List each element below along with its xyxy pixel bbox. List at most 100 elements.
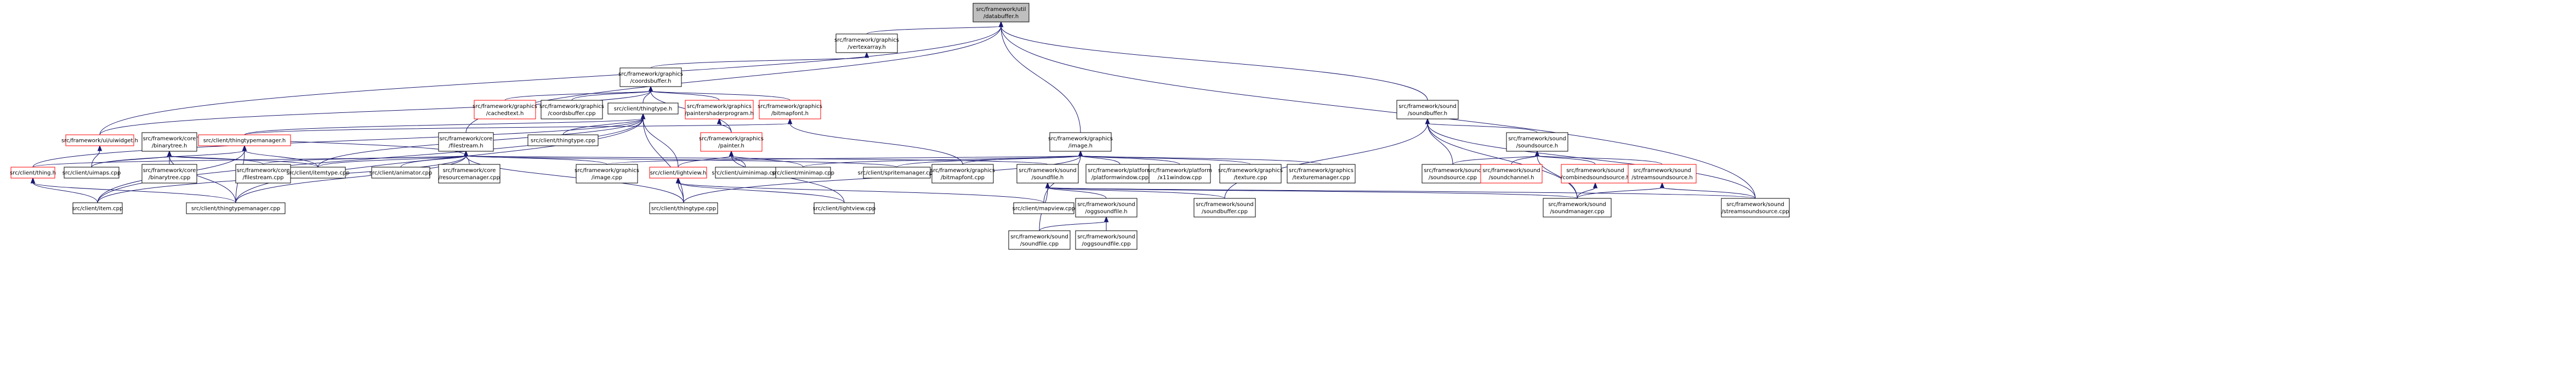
node-label-line: src/framework/sound [1726,202,1784,208]
edge-filestream_h-to-soundfile_h [465,155,1048,165]
node-label-line: src/client/thingtype.cpp [531,138,595,144]
edge-soundfile_h-to-streamsoundsource_cpp [1047,187,1756,199]
node-thingtype_cpp_top[interactable]: src/client/thingtype.cpp [527,134,599,146]
node-label-line: src/framework/graphics [473,104,537,110]
node-oggsoundfile_cpp[interactable]: src/framework/sound/oggsoundfile.cpp [1075,230,1138,250]
node-paintershaderprogram_h[interactable]: src/framework/graphics/paintershaderprog… [685,100,754,119]
node-mapview_cpp[interactable]: src/client/mapview.cpp [1013,202,1076,214]
node-label-line: /x11window.cpp [1158,175,1202,181]
node-streamsoundsource_h[interactable]: src/framework/sound/streamsoundsource.h [1628,164,1697,184]
node-box [198,134,291,146]
node-soundsource_h[interactable]: src/framework/sound/soundsource.h [1506,132,1568,152]
node-label-line: src/client/thingtype.h [614,106,672,112]
node-label-line: src/framework/sound [1077,202,1135,208]
node-label-line: /coordsbuffer.h [630,78,671,84]
node-lightview_h[interactable]: src/client/lightview.h [649,167,707,179]
node-x11window_cpp[interactable]: src/framework/platform/x11window.cpp [1147,164,1212,184]
node-coordsbuffer_cpp[interactable]: src/framework/graphics/coordsbuffer.cpp [539,100,604,119]
node-label-line: src/framework/graphics [699,136,764,142]
node-label-line: src/framework/sound [1196,202,1254,208]
node-thingtype_h[interactable]: src/client/thingtype.h [607,102,679,115]
node-label-line: src/framework/platform [1147,168,1212,174]
node-spritemanager_cpp[interactable]: src/client/spritemanager.cpp [858,167,936,179]
node-lightview_cpp[interactable]: src/client/lightview.cpp [813,202,875,214]
node-painter_h[interactable]: src/framework/graphics/painter.h [699,132,764,152]
node-label-line: /image.cpp [592,175,622,181]
node-bitmapfont_cpp[interactable]: src/framework/graphics/bitmapfont.cpp [930,164,995,184]
node-texture_cpp[interactable]: src/framework/graphics/texture.cpp [1218,164,1283,184]
node-box [290,167,346,179]
node-soundbuffer_h[interactable]: src/framework/sound/soundbuffer.h [1396,100,1459,119]
node-thingtype_cpp[interactable]: src/client/thingtype.cpp [649,202,718,214]
edge-thingtype_h-to-thingtype_cpp_top [562,118,644,135]
node-uiwidget_h[interactable]: src/framework/ui/uiwidget.h [61,134,138,146]
node-binarytree_cpp[interactable]: src/framework/core/binarytree.cpp [141,164,197,184]
node-soundmanager_cpp[interactable]: src/framework/sound/soundmanager.cpp [1543,198,1612,218]
node-animator_cpp[interactable]: src/client/animator.cpp [369,167,433,179]
edge-root-to-soundbuffer_h [1000,26,1428,101]
node-box [835,33,898,53]
node-soundfile_cpp[interactable]: src/framework/sound/soundfile.cpp [1008,230,1071,250]
node-box [1721,198,1790,218]
node-label-line: src/client/uiminimap.cpp [712,170,779,176]
node-thingtypemanager_cpp[interactable]: src/client/thingtypemanager.cpp [186,202,286,214]
node-minimap_cpp[interactable]: src/client/minimap.cpp [772,167,834,179]
node-label-line: /platformwindow.cpp [1091,175,1148,181]
node-label-line: /texture.cpp [1234,175,1267,181]
arrowhead-thingtype_h-to-item_cpp [640,113,646,119]
node-combinedsoundsource_h[interactable]: src/framework/sound/combinedsoundsource.… [1561,164,1630,184]
edge-lightview_h-to-lightview_cpp [678,182,845,203]
node-oggsoundfile_h[interactable]: src/framework/sound/oggsoundfile.h [1075,198,1138,218]
arrowhead-painter_h-to-lightview_cpp [729,150,734,157]
node-item_cpp[interactable]: src/client/item.cpp [72,202,123,214]
node-itemtype_cpp[interactable]: src/client/itemtype.cpp [286,167,350,179]
node-label-line: src/client/uimaps.cpp [62,170,121,176]
edge-thingtype_h-to-thingtype_cpp [642,118,684,203]
node-resourcemanager_cpp[interactable]: src/framework/core/resourcemanager.cpp [438,164,501,184]
node-filestream_h[interactable]: src/framework/core/filestream.h [438,132,494,152]
node-label-line: /image.h [1068,143,1093,149]
node-bitmapfont_h[interactable]: src/framework/graphics/bitmapfont.h [758,100,822,119]
node-image_cpp[interactable]: src/framework/graphics/image.cpp [575,164,639,184]
node-label-line: src/framework/sound [1633,168,1691,174]
node-soundbuffer_cpp[interactable]: src/framework/sound/soundbuffer.cpp [1193,198,1256,218]
node-thingtypemanager_h[interactable]: src/client/thingtypemanager.h [198,134,291,146]
edge-root-to-streamsoundsource_cpp [1000,26,1756,199]
edge-oggsoundfile_h-to-soundfile_cpp [1039,221,1107,231]
edge-lightview_h-to-thingtype_cpp [678,182,684,203]
node-soundchannel_h[interactable]: src/framework/sound/soundchannel.h [1480,164,1543,184]
node-uimaps_cpp[interactable]: src/client/uimaps.cpp [62,167,121,179]
node-soundsource_cpp[interactable]: src/framework/sound/soundsource.cpp [1421,164,1484,184]
node-label-line: src/framework/sound [1010,234,1068,240]
node-box [1480,164,1543,184]
nodes-layer: src/framework/util/databuffer.hsrc/frame… [10,3,1790,250]
node-platformwindow_cpp[interactable]: src/framework/platform/platformwindow.cp… [1085,164,1155,184]
edge-coordsbuffer_h-to-coordsbuffer_cpp [571,90,651,101]
node-filestream_cpp[interactable]: src/framework/core/filestream.cpp [235,164,291,184]
edge-coordsbuffer_h-to-bitmapfont_h [650,90,791,101]
node-box [235,164,291,184]
node-label-line: src/framework/core [143,168,196,174]
arrowhead-filestream_h-to-thing_h [463,150,469,157]
node-box [1287,164,1356,184]
edge-soundfile_h-to-soundbuffer_cpp [1047,187,1225,199]
node-binarytree_h[interactable]: src/framework/core/binarytree.h [141,132,197,152]
node-box [1075,198,1138,218]
node-image_h[interactable]: src/framework/graphics/image.h [1048,132,1113,152]
node-uiminimap_cpp[interactable]: src/client/uiminimap.cpp [712,167,780,179]
node-cachedtext_h[interactable]: src/framework/graphics/cachedtext.h [473,100,537,119]
edge-thing_h-to-item_cpp [32,182,98,203]
node-coordsbuffer_h[interactable]: src/framework/graphics/coordsbuffer.h [618,67,683,87]
node-box [141,132,197,152]
node-box [1561,164,1630,184]
node-texturemanager_cpp[interactable]: src/framework/graphics/texturemanager.cp… [1287,164,1356,184]
node-label-line: /binarytree.cpp [149,175,190,181]
edge-soundbuffer_h-to-soundbuffer_cpp [1224,123,1428,199]
node-box [1543,198,1612,218]
node-soundfile_h[interactable]: src/framework/sound/soundfile.h [1016,164,1079,184]
node-thing_h[interactable]: src/client/thing.h [10,167,56,179]
edge-thingtype_h-to-item_cpp [97,118,644,203]
node-label-line: /painter.h [718,143,744,149]
node-vertexarray[interactable]: src/framework/graphics/vertexarray.h [834,33,899,53]
node-streamsoundsource_cpp[interactable]: src/framework/sound/streamsoundsource.cp… [1721,198,1790,218]
